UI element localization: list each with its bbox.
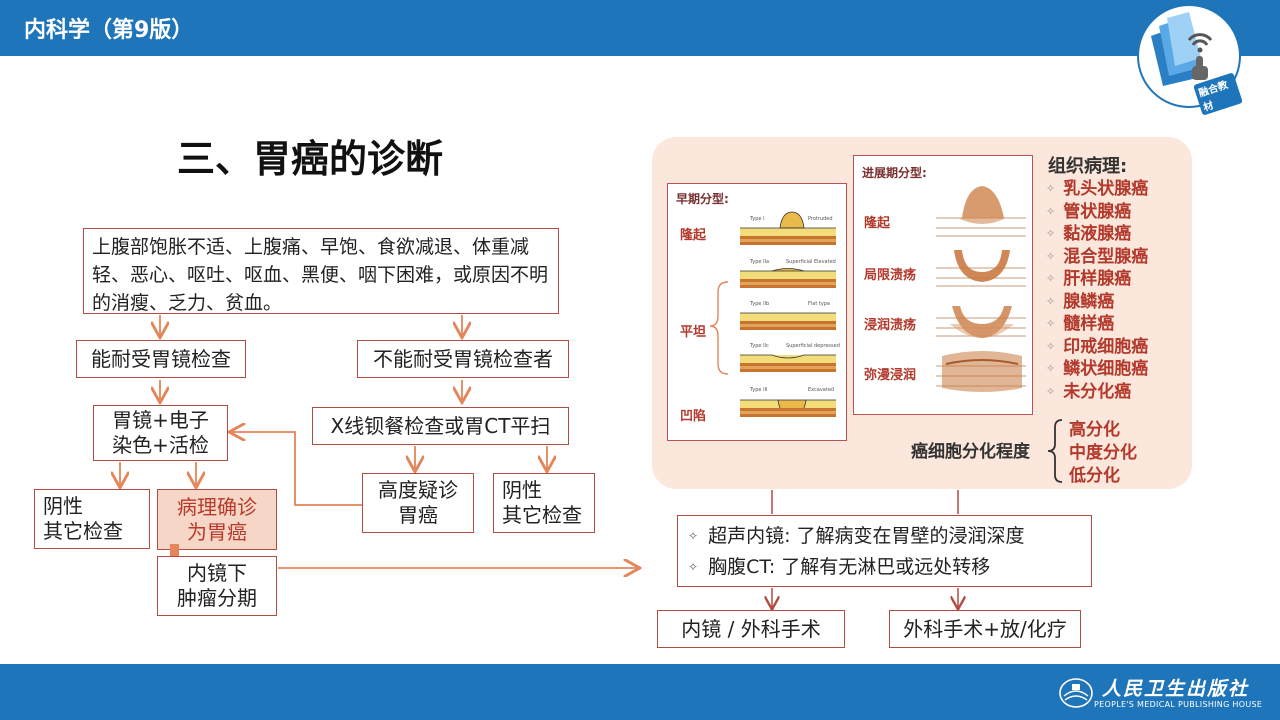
- negative-left-box: 阴性 其它检查: [34, 489, 150, 549]
- diamond-bullet-icon: ✧: [1046, 182, 1056, 195]
- staging-line1: 内镜下: [187, 561, 247, 585]
- list-item: 高分化: [1069, 420, 1120, 440]
- list-item: 低分化: [1069, 466, 1120, 486]
- exam-ct: ✧胸腹CT: 了解有无淋巴或远处转移: [688, 556, 991, 578]
- negative-right-box: 阴性 其它检查: [493, 473, 595, 533]
- suspect-line2: 胃癌: [398, 503, 438, 527]
- book-title: 内科学（第9版）: [24, 18, 194, 43]
- exam-eus: ✧超声内镜: 了解病变在胃壁的浸润深度: [688, 525, 1025, 547]
- suspect-line1: 高度疑诊: [378, 478, 458, 502]
- header-bar: 内科学（第9版）: [0, 0, 1280, 56]
- list-item: ✧髓样癌: [1046, 314, 1115, 334]
- type-code-4: Type IIc: [750, 343, 769, 349]
- staging-exams-box: ✧超声内镜: 了解病变在胃壁的浸润深度 ✧胸腹CT: 了解有无淋巴或远处转移: [677, 515, 1092, 587]
- negative-right-line2: 其它检查: [502, 503, 582, 527]
- histopathology-list: ✧乳头状腺癌 ✧管状腺癌 ✧黏液腺癌 ✧混合型腺癌 ✧肝样腺癌 ✧腺鳞癌 ✧髓样…: [1046, 174, 1149, 402]
- treatment-endoscopic-surgery: 内镜 / 外科手术: [657, 610, 845, 648]
- xray-ct-box: X线钡餐检查或胃CT平扫: [312, 407, 569, 445]
- pathology-line1: 病理确诊: [177, 494, 257, 519]
- page-title: 三、胃癌的诊断: [177, 137, 444, 181]
- type-code-2: Type IIa: [750, 259, 770, 265]
- diamond-bullet-icon: ✧: [1046, 272, 1056, 285]
- differentiation-label: 癌细胞分化程度: [911, 442, 1030, 462]
- type-name-1: Protruded: [808, 216, 833, 222]
- pathology-line2: 为胃癌: [187, 519, 247, 544]
- negative-right-line1: 阴性: [502, 478, 542, 502]
- list-item: ✧黏液腺癌: [1046, 224, 1132, 244]
- negative-left-line1: 阴性: [43, 494, 83, 518]
- footer-bar: [0, 664, 1280, 720]
- treatment-surgery-chemo: 外科手术+放/化疗: [889, 610, 1081, 648]
- diamond-bullet-icon: ✧: [1046, 362, 1056, 375]
- differentiation-list: 高分化 中度分化 低分化: [1069, 415, 1137, 486]
- diamond-bullet-icon: ✧: [1046, 317, 1056, 330]
- list-item: ✧肝样腺癌: [1046, 269, 1132, 289]
- type-name-5: Excavated: [808, 387, 835, 393]
- publisher-logo: 人民卫生出版社 PEOPLE'S MEDICAL PUBLISHING HOUS…: [1058, 674, 1268, 714]
- advanced-type-figure: 进展期分型: 隆起 局限溃疡 浸润溃疡 弥漫浸润: [853, 155, 1033, 415]
- endoscopic-staging-box: 内镜下 肿瘤分期: [157, 556, 277, 616]
- brace-icon: [1047, 419, 1063, 483]
- pathology-confirmed-box: 病理确诊 为胃癌: [157, 489, 277, 550]
- early-type-illustrations: [709, 211, 836, 417]
- list-item: ✧管状腺癌: [1046, 201, 1132, 222]
- type-code-5: Type III: [750, 387, 768, 393]
- diamond-bullet-icon: ✧: [1046, 227, 1056, 240]
- diamond-bullet-icon: ✧: [1046, 204, 1056, 218]
- list-item: ✧混合型腺癌: [1046, 246, 1149, 267]
- early-label-depressed: 凹陷: [680, 409, 707, 424]
- bookmark-marker: [170, 544, 179, 558]
- advanced-label-elevated: 隆起: [864, 216, 891, 231]
- early-fig-title: 早期分型:: [676, 192, 729, 206]
- list-item: ✧乳头状腺癌: [1046, 179, 1149, 199]
- diamond-bullet-icon: ✧: [1046, 249, 1056, 263]
- symptoms-box: 上腹部饱胀不适、上腹痛、早饱、食欲减退、体重减轻、恶心、呕吐、呕血、黑便、咽下困…: [83, 228, 559, 314]
- endoscopy-biopsy-box: 胃镜+电子 染色+活检: [93, 405, 228, 461]
- list-item: 中度分化: [1069, 443, 1137, 463]
- diamond-bullet-icon: ✧: [1046, 384, 1056, 398]
- type-name-2: Superficial Elevated: [786, 259, 836, 265]
- diamond-bullet-icon: ✧: [1046, 339, 1056, 353]
- endoscopy-line1: 胃镜+电子: [112, 408, 209, 432]
- endoscopy-line2: 染色+活检: [112, 433, 209, 457]
- early-label-elevated: 隆起: [680, 228, 707, 243]
- advanced-label-infiltrative-ulcer: 浸润溃疡: [864, 318, 917, 333]
- publisher-emblem-icon: [1059, 678, 1093, 708]
- type-code-3: Type IIb: [750, 301, 770, 307]
- advanced-fig-title: 进展期分型:: [862, 166, 927, 180]
- not-tolerate-endoscopy-box: 不能耐受胃镜检查者: [357, 340, 569, 378]
- type-name-3: Flat type: [808, 301, 831, 307]
- list-item: ✧腺鳞癌: [1046, 291, 1115, 312]
- list-item: ✧鳞状细胞癌: [1046, 359, 1149, 379]
- publisher-name-en: PEOPLE'S MEDICAL PUBLISHING HOUSE: [1094, 700, 1263, 709]
- list-item: ✧未分化癌: [1046, 381, 1132, 402]
- tolerate-endoscopy-box: 能耐受胃镜检查: [76, 340, 246, 378]
- diamond-bullet-icon: ✧: [688, 529, 699, 543]
- fusion-textbook-logo: 融合教材: [1137, 4, 1243, 116]
- histopathology-title: 组织病理:: [1048, 156, 1128, 177]
- advanced-label-diffuse: 弥漫浸润: [864, 368, 917, 383]
- publisher-name-cn: 人民卫生出版社: [1102, 678, 1250, 700]
- staging-line2: 肿瘤分期: [177, 586, 257, 610]
- highly-suspected-box: 高度疑诊 胃癌: [362, 473, 474, 533]
- advanced-type-illustrations: [936, 186, 1026, 392]
- early-type-figure: 早期分型: 隆起 平坦 凹陷 Type I Protruded Type IIa…: [667, 183, 847, 441]
- negative-left-line2: 其它检查: [43, 519, 123, 543]
- early-label-flat: 平坦: [680, 325, 707, 340]
- type-code-1: Type I: [750, 216, 765, 222]
- diamond-bullet-icon: ✧: [1046, 294, 1056, 308]
- type-name-4: Superficial depressed: [786, 343, 840, 349]
- list-item: ✧印戒细胞癌: [1046, 336, 1149, 357]
- advanced-label-localized-ulcer: 局限溃疡: [864, 268, 917, 283]
- diamond-bullet-icon: ✧: [688, 560, 699, 574]
- tablet-touch-icon: [1151, 12, 1213, 86]
